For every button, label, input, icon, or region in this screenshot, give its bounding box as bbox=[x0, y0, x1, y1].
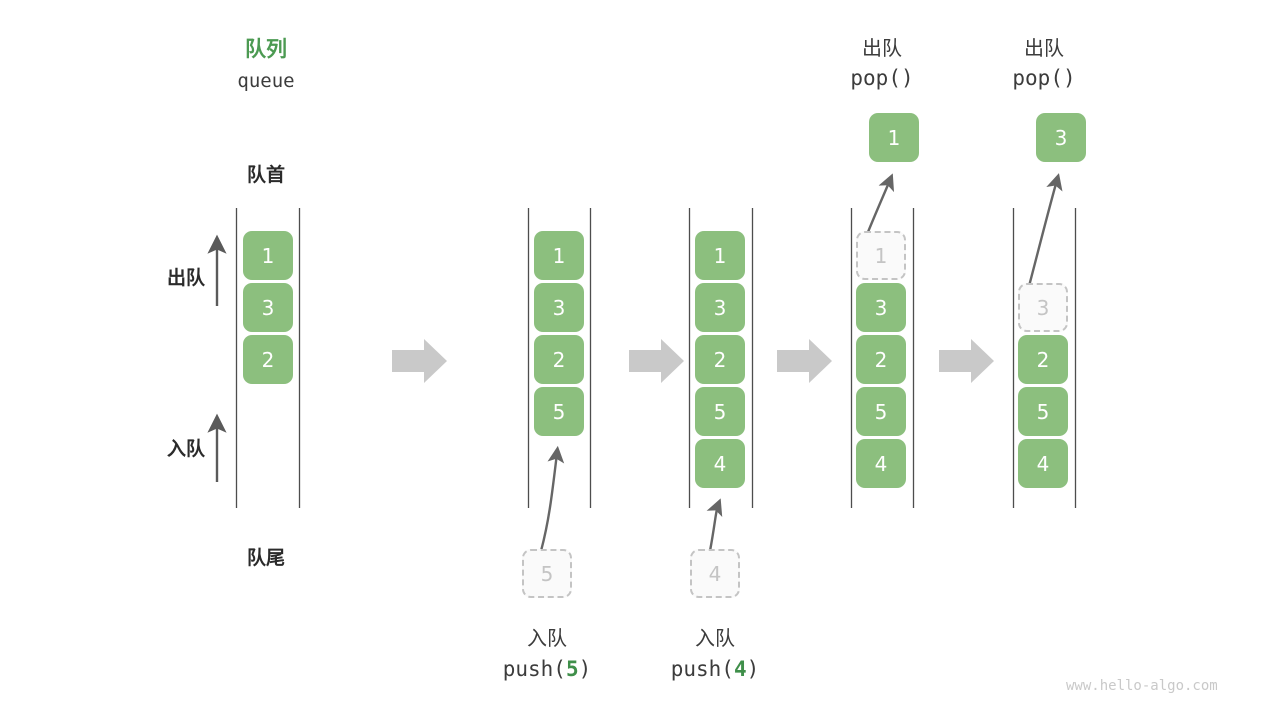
pop-3-motion-arrow bbox=[1026, 173, 1063, 291]
pop-1-caption-code: pop() bbox=[850, 66, 914, 90]
queue-cell[interactable]: 5 bbox=[856, 387, 906, 436]
queue-cell[interactable]: 1 bbox=[243, 231, 293, 280]
pop-1-motion-arrow bbox=[864, 173, 895, 238]
pop-3-caption-code: pop() bbox=[1012, 66, 1076, 90]
push-4-motion-arrow bbox=[706, 498, 723, 552]
queue-cell[interactable]: 2 bbox=[695, 335, 745, 384]
step-arrow-3 bbox=[777, 339, 832, 383]
step-arrow-4 bbox=[939, 339, 994, 383]
queue-cell[interactable]: 3 bbox=[695, 283, 745, 332]
push-4-code-arg: 4 bbox=[733, 657, 747, 681]
queue-cell[interactable]: 4 bbox=[1018, 439, 1068, 488]
push-5-caption-cn: 入队 bbox=[527, 626, 567, 650]
queue-cell-ghost: 1 bbox=[856, 231, 906, 280]
enqueue-legend-label: 入队 bbox=[166, 438, 205, 460]
step-arrow-1 bbox=[392, 339, 447, 383]
popped-cell[interactable]: 1 bbox=[869, 113, 919, 162]
queue-cell[interactable]: 1 bbox=[695, 231, 745, 280]
push-4-code-prefix: push( bbox=[670, 657, 734, 681]
push-5-code-suffix: ) bbox=[578, 657, 592, 681]
queue-cell[interactable]: 5 bbox=[695, 387, 745, 436]
incoming-ghost-cell: 4 bbox=[690, 549, 740, 598]
push-4-code-suffix: ) bbox=[746, 657, 760, 681]
push-4-caption-cn: 入队 bbox=[695, 626, 735, 650]
queue-cell-ghost: 3 bbox=[1018, 283, 1068, 332]
step-arrow-2 bbox=[629, 339, 684, 383]
queue-tail-label: 队尾 bbox=[246, 547, 285, 569]
queue-cell[interactable]: 5 bbox=[1018, 387, 1068, 436]
push-5-code-arg: 5 bbox=[565, 657, 579, 681]
queue-cell[interactable]: 4 bbox=[695, 439, 745, 488]
pop-1-caption-cn: 出队 bbox=[862, 36, 902, 60]
queue-title-cn: 队列 bbox=[245, 37, 287, 61]
dequeue-legend-label: 出队 bbox=[166, 267, 205, 289]
queue-cell[interactable]: 4 bbox=[856, 439, 906, 488]
queue-cell[interactable]: 2 bbox=[1018, 335, 1068, 384]
queue-cell[interactable]: 3 bbox=[243, 283, 293, 332]
queue-cell[interactable]: 2 bbox=[856, 335, 906, 384]
incoming-ghost-cell: 5 bbox=[522, 549, 572, 598]
site-watermark: www.hello-algo.com bbox=[1066, 678, 1218, 694]
queue-cell[interactable]: 5 bbox=[534, 387, 584, 436]
queue-cell[interactable]: 2 bbox=[534, 335, 584, 384]
queue-cell[interactable]: 3 bbox=[856, 283, 906, 332]
queue-head-label: 队首 bbox=[246, 164, 285, 186]
popped-cell[interactable]: 3 bbox=[1036, 113, 1086, 162]
push-4-caption-code: push(4) bbox=[655, 657, 775, 681]
queue-title-code: queue bbox=[237, 70, 295, 92]
queue-cell[interactable]: 1 bbox=[534, 231, 584, 280]
push-5-motion-arrow bbox=[539, 445, 565, 552]
push-5-caption-code: push(5) bbox=[487, 657, 607, 681]
queue-cell[interactable]: 3 bbox=[534, 283, 584, 332]
pop-3-caption-cn: 出队 bbox=[1024, 36, 1064, 60]
queue-cell[interactable]: 2 bbox=[243, 335, 293, 384]
push-5-code-prefix: push( bbox=[502, 657, 566, 681]
